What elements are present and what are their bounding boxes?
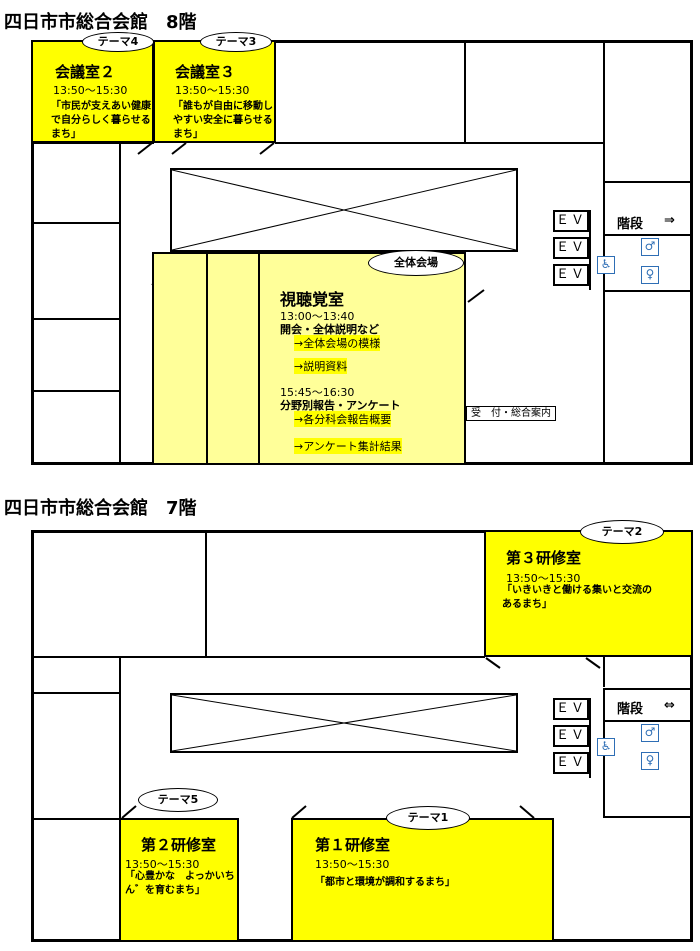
stair-wall [603,181,693,183]
room-kenshu2[interactable]: 第２研修室 13:50～15:30 「心豊かな よっかいちん゛を育むまち」 [119,818,239,942]
room-theme: 「心豊かな よっかいちん゛を育むまち」 [125,871,235,896]
corridor-wall [31,692,120,694]
theme-bubble: テーマ1 [386,806,470,830]
wall [603,40,605,465]
wall [119,656,121,819]
wall [464,40,466,143]
theme-bubble: テーマ4 [82,32,154,52]
female-toilet-icon: ♀ [641,266,659,284]
stair-wall [603,688,693,690]
room-time: 13:50～15:30 [125,858,200,871]
atrium-void [170,168,518,252]
ev-wall [589,210,591,290]
elevator-1: ＥＶ [553,698,589,720]
room-name: 会議室２ [55,63,116,81]
theme-bubble: テーマ3 [200,32,272,52]
auditorium-partition [206,254,208,465]
stair-wall [603,290,693,292]
stairs-label: 階段 [617,217,644,232]
elevator-3: ＥＶ [553,752,589,774]
room-time: 13:50～15:30 [506,572,581,585]
room-time: 13:50～15:30 [53,84,128,97]
left-room-wall [31,390,120,392]
room-time: 13:50～15:30 [315,858,390,871]
stairs-arrow: ⇒ [664,213,675,228]
link-venue-photos[interactable]: →全体会場の模様 [294,335,381,351]
wheelchair-icon: ♿ [597,738,615,756]
stair-wall [603,720,693,722]
elevator-2: ＥＶ [553,237,589,259]
room-name: 第３研修室 [506,549,582,567]
session2-label: 分野別報告・アンケート [280,399,401,412]
wall [205,530,207,657]
wheelchair-icon: ♿ [597,256,615,274]
room-kaigi3[interactable]: 会議室３ 13:50～15:30 「誰もが自由に移動しやすい安全に暮らせるまち」 [153,40,276,143]
room-theme: 「都市と環境が調和するまち」 [315,877,455,888]
session1-time: 13:00～13:40 [280,310,355,323]
reception-desk: 受 付・総合案内 [466,406,556,421]
room-kaigi2[interactable]: 会議室２ 13:50～15:30 「市民が支えあい健康で自分らしく暮らせるまち」 [31,40,154,143]
left-room-wall [119,142,121,465]
room-name: 第２研修室 [141,836,217,854]
room-theme: 「誰もが自由に移動しやすい安全に暮らせるまち」 [173,101,273,140]
auditorium-partition [258,254,260,465]
corridor-wall [31,656,485,658]
floor8-heading: 四日市市総合会館 8階 [4,12,197,33]
left-room-wall [31,222,120,224]
room-time: 13:50～15:30 [175,84,250,97]
corridor-wall [31,818,120,820]
elevator-1: ＥＶ [553,210,589,232]
stair-wall [603,234,693,236]
wall [603,657,605,687]
stairs-label: 階段 [617,702,644,717]
link-explanation-docs[interactable]: →説明資料 [294,358,348,374]
corridor-wall [275,142,605,144]
female-toilet-icon: ♀ [641,752,659,770]
stair-wall [603,816,693,818]
link-subcommittee-reports[interactable]: →各分科会報告概要 [294,411,392,427]
theme-bubble: テーマ5 [138,788,218,812]
theme-bubble: テーマ2 [580,520,664,544]
session2-time: 15:45～16:30 [280,386,355,399]
floor7-heading: 四日市市総合会館 7階 [4,498,197,519]
room-kenshu1[interactable]: 第１研修室 13:50～15:30 「都市と環境が調和するまち」 [291,818,554,942]
room-auditorium[interactable]: 視聴覚室 13:00～13:40 開会・全体説明など →全体会場の模様 →説明資… [152,252,466,465]
atrium-cross [172,170,516,250]
room-kenshu3[interactable]: 第３研修室 13:50～15:30 「いきいきと働ける集いと交流のあるまち」 [484,530,693,657]
room-name: 会議室３ [175,63,236,81]
stairs-arrow: ⇔ [664,698,675,713]
left-room-wall [31,318,120,320]
room-name: 視聴覚室 [280,290,345,309]
venue-bubble: 全体会場 [368,250,464,276]
ev-wall [589,698,591,778]
room-name: 第１研修室 [315,836,391,854]
corridor-wall [31,142,154,144]
male-toilet-icon: ♂ [641,238,659,256]
link-survey-results[interactable]: →アンケート集計結果 [294,438,402,454]
atrium-cross [172,695,516,751]
room-theme: 「いきいきと働ける集いと交流のあるまち」 [502,585,652,610]
room-theme: 「市民が支えあい健康で自分らしく暮らせるまち」 [51,101,151,140]
male-toilet-icon: ♂ [641,724,659,742]
session1-label: 開会・全体説明など [280,323,379,336]
atrium-void [170,693,518,753]
elevator-3: ＥＶ [553,264,589,286]
elevator-2: ＥＶ [553,725,589,747]
